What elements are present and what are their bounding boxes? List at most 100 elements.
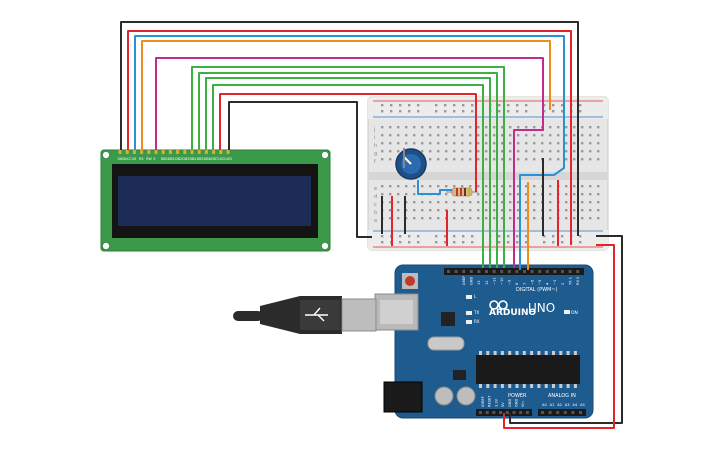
header-hole[interactable]	[500, 270, 504, 273]
rail-hole[interactable]	[453, 235, 456, 238]
breadboard-hole[interactable]	[485, 126, 488, 129]
rail-hole[interactable]	[552, 110, 555, 113]
wire[interactable]	[198, 72, 498, 268]
breadboard-hole[interactable]	[517, 201, 520, 204]
header-hole[interactable]	[462, 270, 466, 273]
rail-hole[interactable]	[498, 110, 501, 113]
wire[interactable]	[228, 101, 372, 238]
breadboard-hole[interactable]	[533, 185, 536, 188]
rail-hole[interactable]	[498, 104, 501, 107]
breadboard-hole[interactable]	[485, 201, 488, 204]
breadboard-hole[interactable]	[389, 201, 392, 204]
breadboard-hole[interactable]	[549, 126, 552, 129]
header-hole[interactable]	[499, 411, 503, 414]
header-hole[interactable]	[548, 411, 552, 414]
breadboard-hole[interactable]	[469, 126, 472, 129]
header-hole[interactable]	[525, 411, 529, 414]
breadboard-hole[interactable]	[509, 126, 512, 129]
breadboard-hole[interactable]	[597, 209, 600, 212]
header-hole[interactable]	[519, 411, 523, 414]
breadboard-hole[interactable]	[413, 201, 416, 204]
breadboard-hole[interactable]	[477, 134, 480, 137]
rail-hole[interactable]	[417, 235, 420, 238]
breadboard-hole[interactable]	[397, 126, 400, 129]
header-hole[interactable]	[447, 270, 450, 273]
breadboard-hole[interactable]	[421, 209, 424, 212]
breadboard-hole[interactable]	[485, 158, 488, 161]
breadboard-hole[interactable]	[549, 185, 552, 188]
rail-hole[interactable]	[381, 241, 384, 244]
breadboard-hole[interactable]	[413, 142, 416, 145]
breadboard-hole[interactable]	[573, 158, 576, 161]
breadboard-hole[interactable]	[381, 150, 384, 153]
breadboard-hole[interactable]	[421, 201, 424, 204]
breadboard-hole[interactable]	[437, 185, 440, 188]
breadboard-hole[interactable]	[533, 193, 536, 196]
wire[interactable]	[141, 40, 551, 150]
rail-hole[interactable]	[435, 110, 438, 113]
rail-hole[interactable]	[390, 110, 393, 113]
breadboard-hole[interactable]	[549, 217, 552, 220]
breadboard-hole[interactable]	[501, 201, 504, 204]
breadboard-hole[interactable]	[517, 126, 520, 129]
breadboard-hole[interactable]	[509, 150, 512, 153]
rail-hole[interactable]	[543, 235, 546, 238]
breadboard-hole[interactable]	[581, 217, 584, 220]
breadboard-hole[interactable]	[573, 217, 576, 220]
breadboard-hole[interactable]	[573, 185, 576, 188]
breadboard-hole[interactable]	[533, 209, 536, 212]
breadboard-hole[interactable]	[429, 134, 432, 137]
header-hole[interactable]	[563, 411, 567, 414]
breadboard-hole[interactable]	[597, 217, 600, 220]
breadboard-hole[interactable]	[581, 209, 584, 212]
breadboard-hole[interactable]	[381, 193, 384, 196]
breadboard-hole[interactable]	[453, 142, 456, 145]
breadboard-hole[interactable]	[437, 150, 440, 153]
breadboard-hole[interactable]	[549, 201, 552, 204]
header-hole[interactable]	[469, 270, 473, 273]
breadboard-hole[interactable]	[453, 158, 456, 161]
breadboard-hole[interactable]	[573, 134, 576, 137]
breadboard-hole[interactable]	[501, 185, 504, 188]
rail-hole[interactable]	[444, 241, 447, 244]
rail-hole[interactable]	[552, 235, 555, 238]
header-hole[interactable]	[561, 270, 564, 273]
breadboard-hole[interactable]	[533, 142, 536, 145]
breadboard-hole[interactable]	[421, 134, 424, 137]
breadboard-hole[interactable]	[573, 150, 576, 153]
breadboard-hole[interactable]	[517, 193, 520, 196]
breadboard-hole[interactable]	[405, 217, 408, 220]
rail-hole[interactable]	[417, 110, 420, 113]
breadboard-hole[interactable]	[477, 193, 480, 196]
breadboard-hole[interactable]	[445, 158, 448, 161]
breadboard-hole[interactable]	[461, 126, 464, 129]
breadboard-hole[interactable]	[389, 142, 392, 145]
breadboard-hole[interactable]	[469, 209, 472, 212]
header-hole[interactable]	[454, 270, 458, 273]
breadboard-hole[interactable]	[509, 158, 512, 161]
rail-hole[interactable]	[462, 110, 465, 113]
rail-hole[interactable]	[453, 110, 456, 113]
wire[interactable]	[219, 93, 477, 192]
breadboard-hole[interactable]	[429, 209, 432, 212]
breadboard-hole[interactable]	[597, 150, 600, 153]
breadboard-hole[interactable]	[501, 193, 504, 196]
breadboard-hole[interactable]	[589, 142, 592, 145]
breadboard-hole[interactable]	[525, 209, 528, 212]
header-hole[interactable]	[485, 270, 488, 273]
rail-hole[interactable]	[471, 235, 474, 238]
breadboard-hole[interactable]	[565, 201, 568, 204]
breadboard-hole[interactable]	[437, 134, 440, 137]
header-hole[interactable]	[479, 411, 482, 414]
header-hole[interactable]	[492, 270, 496, 273]
breadboard-hole[interactable]	[397, 217, 400, 220]
breadboard-hole[interactable]	[557, 142, 560, 145]
breadboard-hole[interactable]	[437, 217, 440, 220]
breadboard-hole[interactable]	[485, 185, 488, 188]
breadboard-hole[interactable]	[557, 126, 560, 129]
breadboard-hole[interactable]	[445, 126, 448, 129]
wire[interactable]	[503, 244, 615, 429]
breadboard-hole[interactable]	[517, 217, 520, 220]
header-hole[interactable]	[571, 411, 575, 414]
breadboard-hole[interactable]	[493, 193, 496, 196]
